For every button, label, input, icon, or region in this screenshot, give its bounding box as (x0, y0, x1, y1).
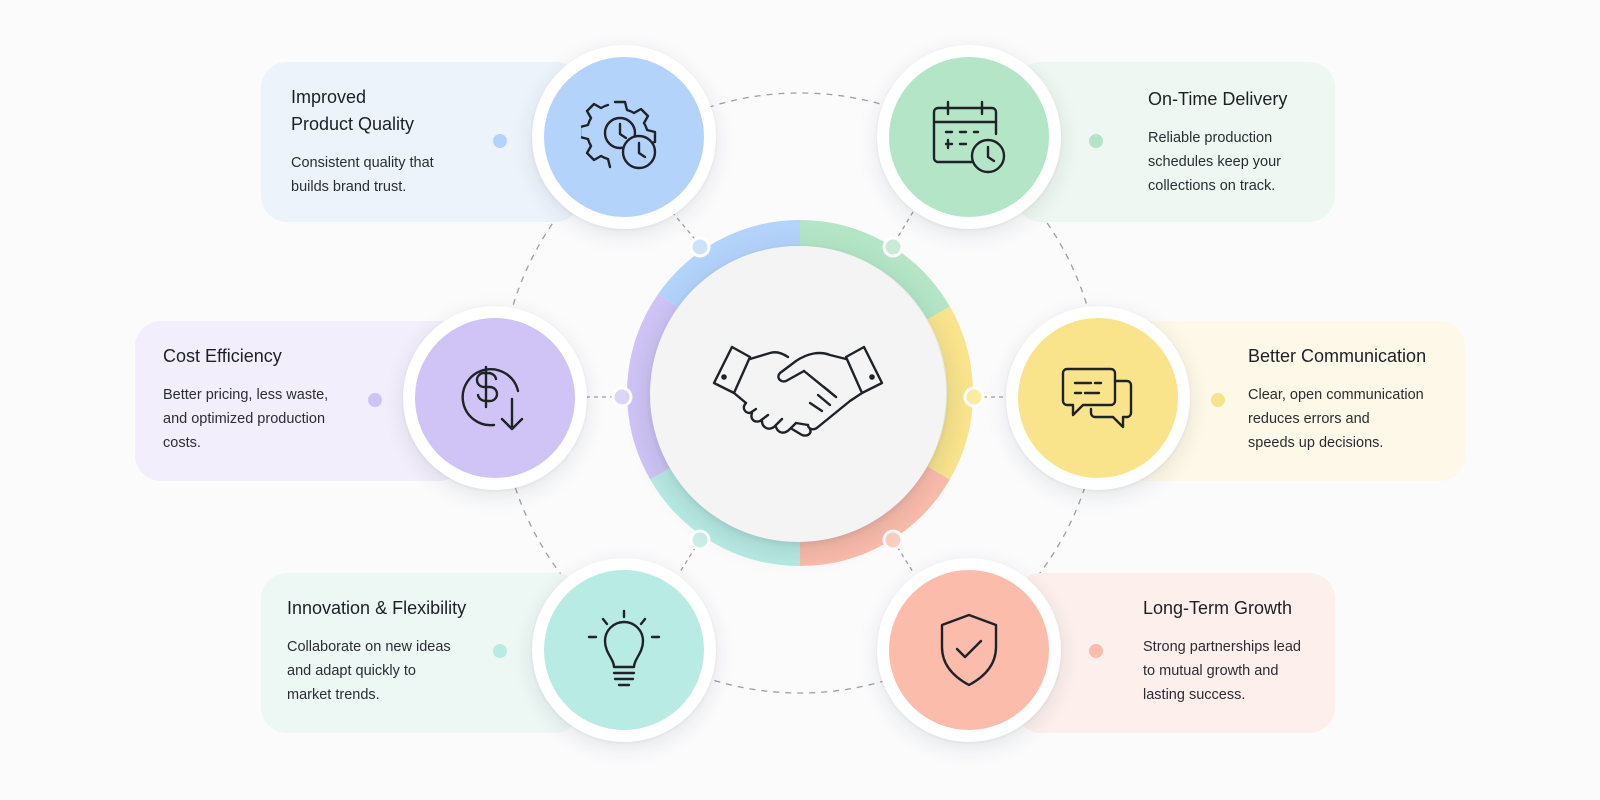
hub-segment-communication (927, 306, 973, 480)
card-title: Long-Term Growth (1143, 598, 1293, 618)
hub-segment-quality (658, 220, 801, 309)
badge-cost (403, 306, 587, 490)
card-description: Better pricing, less waste, and optimize… (163, 387, 329, 451)
spoke-innovation (679, 539, 701, 573)
card-description: Clear, open communication reduces errors… (1248, 387, 1424, 451)
badge-growth (877, 558, 1061, 742)
card-description: Strong partnerships lead to mutual growt… (1143, 639, 1301, 703)
spoke-growth (892, 539, 914, 573)
hub-segment-delivery (799, 220, 950, 320)
card-title: Improved Product Quality (291, 87, 415, 134)
card-quality: Improved Product Quality Consistent qual… (261, 62, 581, 222)
card-title: Cost Efficiency (163, 346, 282, 366)
shield-check-icon (940, 613, 998, 687)
card-title: Better Communication (1248, 346, 1427, 366)
card-description: Collaborate on new ideas and adapt quick… (287, 639, 451, 703)
hub-segment-cost (627, 293, 680, 480)
dollar-down-icon (461, 365, 524, 431)
badge-quality (532, 45, 716, 229)
hub-segment-ring (627, 220, 973, 566)
card-title: On-Time Delivery (1148, 89, 1288, 109)
card-description: Consistent quality that builds brand tru… (291, 155, 434, 195)
hub-segment-innovation (650, 466, 801, 566)
handshake-icon (712, 345, 884, 437)
card-growth: Long-Term Growth Strong partnerships lea… (1015, 573, 1335, 733)
card-description: Reliable production schedules keep your … (1148, 130, 1281, 194)
hub-segment-growth (799, 466, 950, 566)
badge-innovation (532, 558, 716, 742)
lightbulb-icon (587, 609, 661, 687)
card-title: Innovation & Flexibility (287, 598, 467, 618)
calendar-clock-icon (932, 100, 1006, 174)
hub-center (650, 246, 946, 542)
gear-clock-icon (581, 100, 657, 170)
badge-communication (1006, 306, 1190, 490)
card-delivery: On-Time Delivery Reliable production sch… (1015, 62, 1335, 222)
card-innovation: Innovation & Flexibility Collaborate on … (261, 573, 581, 733)
chat-bubbles-icon (1061, 367, 1133, 429)
badge-delivery (877, 45, 1061, 229)
